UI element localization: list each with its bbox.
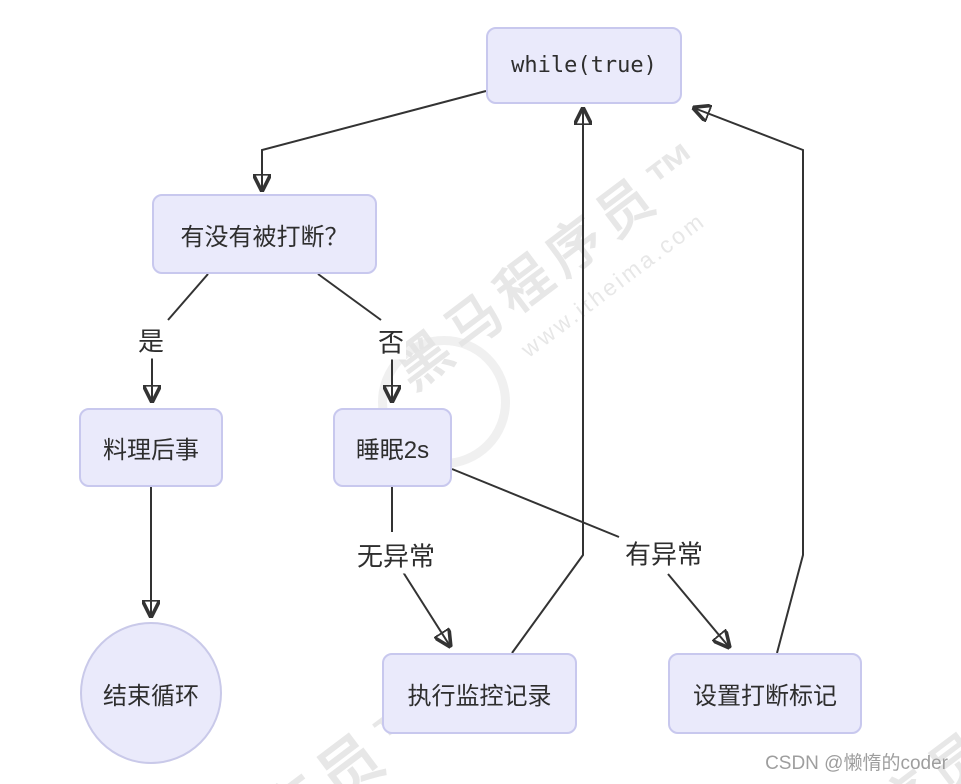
- edge-question-to-no-label: [317, 273, 382, 321]
- edge-label-has-exception: 有异常: [622, 534, 706, 572]
- node-set-interrupt-flag: 设置打断标记: [668, 653, 862, 734]
- edge-label-no: 否: [375, 322, 407, 360]
- node-end-loop: 结束循环: [80, 622, 222, 764]
- edge-setflag-to-while: [694, 108, 804, 654]
- edge-noexc-label-to-monitor: [402, 571, 450, 646]
- edge-while-to-question: [262, 90, 487, 190]
- node-interrupted-question: 有没有被打断？: [152, 194, 377, 274]
- edge-question-to-yes-label: [167, 273, 209, 321]
- node-handle-aftermath: 料理后事: [79, 408, 223, 487]
- edge-label-no-exception: 无异常: [354, 536, 438, 574]
- node-while-true: while(true): [486, 27, 682, 104]
- edge-label-yes: 是: [135, 321, 167, 359]
- node-run-monitor-record: 执行监控记录: [382, 653, 577, 734]
- node-sleep-2s: 睡眠2s: [333, 408, 452, 487]
- edge-hasexc-label-to-setflag: [667, 573, 729, 647]
- csdn-credit-text: CSDN @懒惰的coder: [765, 753, 948, 774]
- edge-monitor-to-while: [511, 109, 583, 654]
- edge-sleep-to-hasexc-label: [451, 468, 620, 538]
